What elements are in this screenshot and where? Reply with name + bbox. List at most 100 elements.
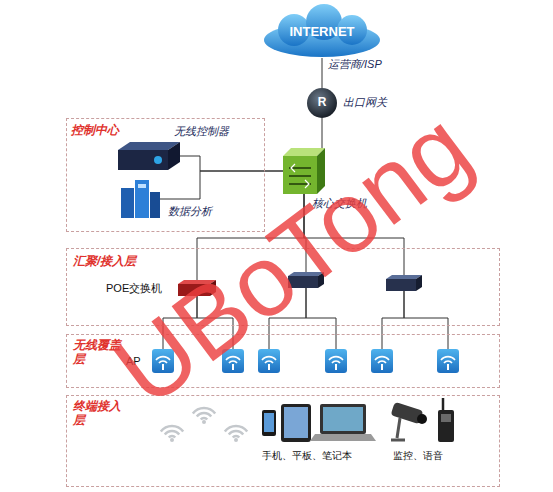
ap-body [325,349,347,373]
node-label: 手机、平板、笔记本 [262,450,352,462]
node-label: 出口网关 [343,96,387,109]
ap-waves [156,357,170,363]
data-analysis-icon [121,180,160,218]
laptop-base [310,434,376,441]
node-label: AP [126,355,141,368]
ap-icons [152,349,459,373]
surveillance-node: 监控、语音 [385,400,465,464]
ap-node: AP [152,349,174,373]
connector-line [180,156,283,171]
icon-text: R [303,88,341,118]
ap-icon [437,349,459,373]
data-slot [138,184,146,188]
wifi-mark [225,426,247,438]
control-band: 控制中心无线控制器数据分析 [66,118,265,232]
switch-side [210,280,216,296]
ap-body [222,349,244,373]
data-block [150,192,160,218]
switch-arrows [291,164,309,188]
ap-antenna [447,364,449,370]
node-label: 无线覆盖层 [73,339,125,367]
switch-front [386,279,416,291]
cloud-node: INTERNET运营商/ISP [258,6,386,58]
ap-antenna [335,364,337,370]
radio-display [441,414,451,422]
camera-lens [417,414,427,424]
switch-lines [289,168,311,184]
wifi-mark [193,408,215,420]
node-label: 控制中心 [71,124,119,138]
ap-body [371,349,393,373]
connector-line [304,194,404,275]
connector-line [163,296,197,349]
switch-top [178,280,216,284]
radio-body [438,410,454,442]
poe-switch-icon [178,280,216,296]
ap-waves [375,357,389,363]
controller-led [154,156,162,164]
connector-line [322,118,323,148]
core-switch-node: 核心交换机 [283,148,325,194]
phone-screen [264,413,274,432]
ap-waves [329,357,343,363]
ap-icon [258,349,280,373]
watermark: UBoTong [98,94,487,421]
switch-front [178,284,210,296]
node-label: 数据分析 [168,205,212,218]
wifi-mark [161,426,183,438]
ap-waves [441,357,455,363]
ap-node [222,349,244,373]
poe-switch-node: POE交换机 [178,280,216,296]
ap-node [371,349,393,373]
switch-side [416,275,422,291]
icon-text: INTERNET [258,6,386,58]
access-switch-icon [386,275,422,291]
laptop-screen [323,407,363,431]
switch-front [288,276,318,288]
node-label: 无线控制器 [174,125,229,138]
core-switch-icon [283,148,325,194]
data-block [135,180,149,218]
ap-body [258,349,280,373]
ap-icon [325,349,347,373]
analysis-node: 数据分析 [120,178,160,220]
wifi-dot [170,438,174,442]
camera-mount [391,418,405,440]
connector-line [197,194,304,280]
wireless-band: 无线覆盖层AP [66,334,500,388]
ap-icon [222,349,244,373]
switch-top [288,272,324,276]
ap-node [258,349,280,373]
controller-node: 无线控制器 [118,142,180,170]
devices-illustration [262,404,376,442]
ap-body [437,349,459,373]
connector-line [404,291,448,349]
ap-antenna [162,364,164,370]
node-label: 运营商/ISP [328,58,382,71]
radio-antenna [442,398,445,412]
terminal-band: 终端接入层手机、平板、笔记本监控、语音 [66,395,500,487]
switch-front [283,156,317,194]
wifi-dot [234,438,238,442]
switch-node [386,275,422,291]
ap-waves [262,357,276,363]
phone [262,410,276,436]
controller-side [168,142,180,170]
access-switch-icon [288,272,324,288]
switch-side [317,148,325,194]
wifi-marks [161,408,247,442]
ap-node [437,349,459,373]
tablet [281,404,311,442]
switch-node [288,272,324,288]
switch-top [386,275,422,279]
node-label: 监控、语音 [393,450,443,462]
connector-line [306,288,336,349]
controller-front [118,150,168,170]
router-node: R出口网关 [303,88,341,118]
tablet-screen [284,407,308,438]
switch-side [318,272,324,288]
laptop-lid [320,404,366,434]
ap-node [325,349,347,373]
node-label: 汇聚/接入层 [73,255,136,269]
connector-line [269,288,306,349]
